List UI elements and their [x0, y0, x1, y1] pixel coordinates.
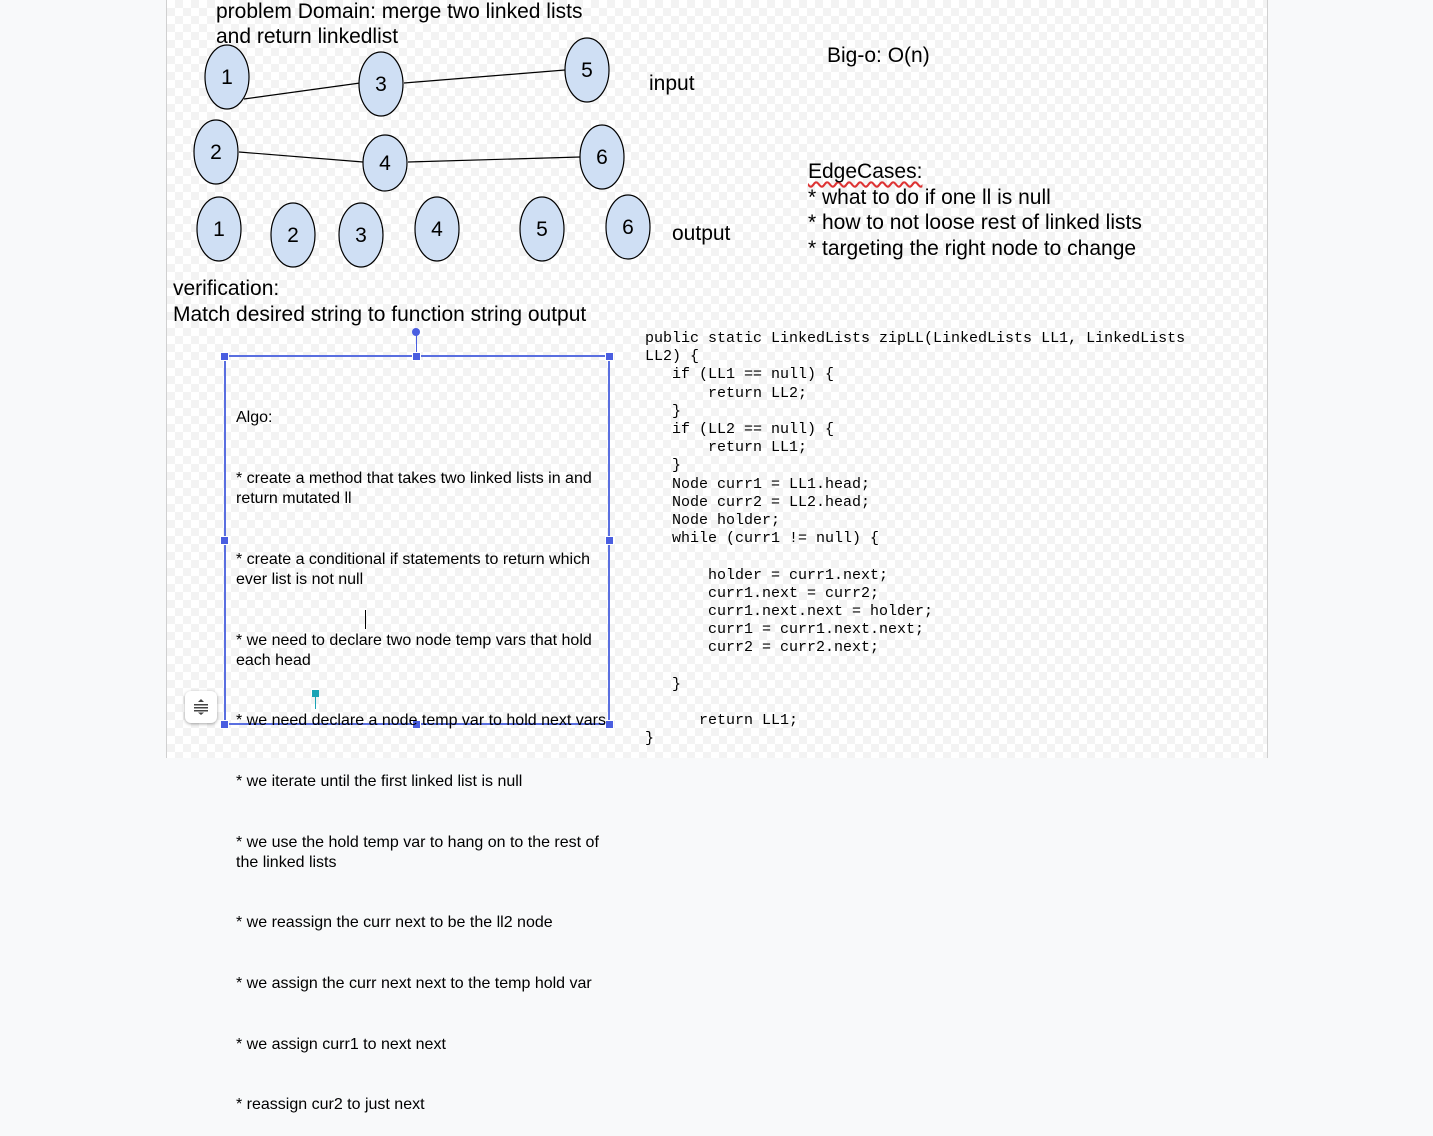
algo-step: * we assign the curr next next to the te…	[236, 975, 592, 993]
algo-text[interactable]: Algo: * create a method that takes two l…	[236, 368, 606, 1136]
code-line: return LL1;	[645, 439, 808, 457]
verification-text[interactable]: Match desired string to function string …	[173, 303, 587, 326]
resize-handle-ne[interactable]	[605, 352, 614, 361]
output-label[interactable]: output	[672, 222, 731, 245]
code-block[interactable]: public static LinkedLists zipLL(LinkedLi…	[645, 330, 1185, 749]
resize-handle-s[interactable]	[412, 720, 421, 729]
code-line: Node curr1 = LL1.head;	[645, 475, 871, 493]
code-line: if (LL1 == null) {	[645, 366, 835, 384]
text-caret	[365, 610, 366, 629]
resize-handle-sw[interactable]	[220, 720, 229, 729]
algo-step: * we assign curr1 to next next	[236, 1035, 446, 1053]
rotation-handle[interactable]	[412, 328, 420, 336]
collaborator-cursor-flag	[312, 690, 319, 697]
code-line: return LL2;	[645, 384, 808, 402]
edge-case-item-3[interactable]: * targeting the right node to change	[808, 237, 1137, 260]
code-line	[645, 658, 1185, 676]
verification-title[interactable]: verification:	[173, 277, 280, 300]
code-line: }	[645, 402, 682, 420]
code-line: }	[645, 730, 655, 748]
code-line: curr1.next.next = holder;	[645, 603, 934, 621]
rotation-handle-line	[416, 334, 417, 355]
edge-case-item-2[interactable]: * how to not loose rest of linked lists	[808, 211, 1142, 234]
code-line: curr1 = curr1.next.next;	[645, 621, 925, 639]
algo-step: * create a method that takes two linked …	[236, 470, 597, 508]
code-line: Node curr2 = LL2.head;	[645, 493, 871, 511]
algo-title: Algo:	[236, 409, 273, 427]
algo-step: * we iterate until the first linked list…	[236, 773, 523, 791]
algo-step: * we use the hold temp var to hang on to…	[236, 833, 604, 871]
algo-step: * reassign cur2 to just next	[236, 1096, 425, 1114]
resize-handle-w[interactable]	[220, 536, 229, 545]
code-line: holder = curr1.next;	[645, 566, 889, 584]
code-line: }	[645, 457, 682, 475]
resize-handle-e[interactable]	[605, 536, 614, 545]
resize-handle-n[interactable]	[412, 352, 421, 361]
code-line: if (LL2 == null) {	[645, 421, 835, 439]
code-line: }	[645, 675, 682, 693]
problem-domain-line2[interactable]: and return linkedlist	[216, 25, 399, 48]
algo-step: * create a conditional if statements to …	[236, 550, 595, 589]
collaborator-cursor	[315, 697, 316, 709]
algo-step: * we need to declare two node temp vars …	[236, 631, 597, 669]
problem-domain-line1[interactable]: problem Domain: merge two linked lists	[216, 0, 583, 23]
edge-case-item-1[interactable]: * what to do if one ll is null	[808, 186, 1051, 209]
code-line	[645, 548, 1185, 566]
resize-handle-se[interactable]	[605, 720, 614, 729]
code-line: public static LinkedLists zipLL(LinkedLi…	[645, 330, 1186, 347]
code-line: Node holder;	[645, 512, 781, 530]
code-line: LL2) {	[645, 348, 700, 366]
code-line	[645, 694, 1185, 712]
text-wrap-icon	[194, 699, 208, 715]
resize-handle-nw[interactable]	[220, 352, 229, 361]
slide-canvas	[166, 0, 1268, 758]
algo-step: * we reassign the curr next to be the ll…	[236, 914, 553, 932]
input-label[interactable]: input	[649, 72, 695, 95]
big-o-text[interactable]: Big-o: O(n)	[827, 44, 930, 67]
code-line: curr1.next = curr2;	[645, 584, 880, 602]
code-line: return LL1;	[645, 712, 799, 730]
code-line: while (curr1 != null) {	[645, 530, 880, 548]
algo-step: * we need declare a node temp var to hol…	[236, 712, 606, 730]
edge-cases-title[interactable]: EdgeCases:	[808, 160, 923, 183]
code-line: curr2 = curr2.next;	[645, 639, 880, 657]
text-wrap-button[interactable]	[185, 691, 217, 723]
